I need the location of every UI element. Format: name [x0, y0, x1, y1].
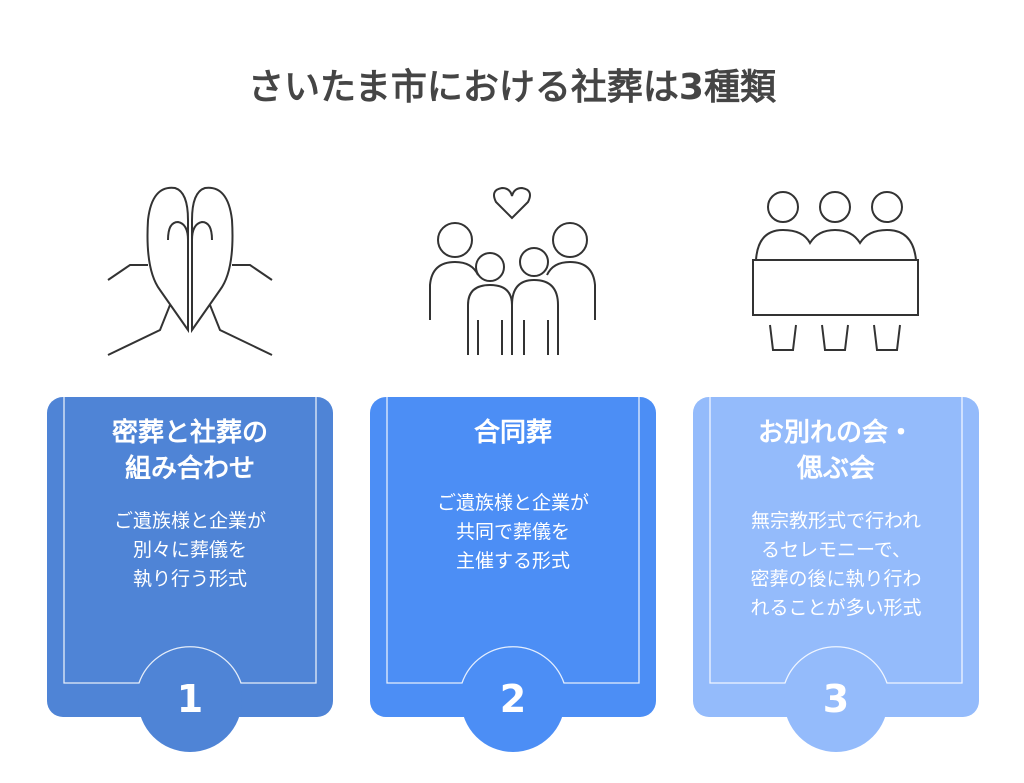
card-title: 組み合わせ — [124, 454, 255, 484]
card-1: 密葬と社葬の組み合わせ ご遺族様と企業が別々に葬儀を執り行う形式 1 — [47, 397, 333, 757]
card-description: るセレモニーで、 — [760, 539, 912, 561]
card-description: ご遺族様と企業が — [113, 510, 266, 532]
card-description: れることが多い形式 — [750, 597, 922, 619]
card-title: お別れの会・ — [757, 418, 914, 448]
card-title: 合同葬 — [473, 418, 552, 448]
card-number: 3 — [822, 677, 850, 721]
card-description: ご遺族様と企業が — [436, 492, 589, 514]
card-shape — [370, 397, 656, 752]
card-title: 偲ぶ会 — [796, 454, 875, 484]
praying-hands-icon — [107, 186, 273, 356]
card-shape — [693, 397, 979, 752]
card-description: 密葬の後に執り行わ — [750, 568, 922, 590]
card-3: お別れの会・偲ぶ会 無宗教形式で行われるセレモニーで、密葬の後に執り行われること… — [693, 397, 979, 757]
card-shape — [47, 397, 333, 752]
card-description: 共同で葬儀を — [455, 521, 570, 543]
card-inner-border — [709, 397, 963, 684]
card-description: 別々に葬儀を — [132, 539, 247, 561]
page-title: さいたま市における社葬は3種類 — [248, 67, 776, 108]
card-title: 密葬と社葬の — [111, 418, 268, 448]
card-inner-border — [386, 397, 640, 684]
people-at-table-icon — [752, 191, 919, 351]
card-2: 合同葬 ご遺族様と企業が共同で葬儀を主催する形式 2 — [370, 397, 656, 757]
card-number: 2 — [499, 677, 527, 721]
card-description: 無宗教形式で行われ — [750, 510, 922, 532]
card-description: 主催する形式 — [455, 550, 570, 572]
family-heart-icon — [429, 186, 596, 355]
card-description: 執り行う形式 — [132, 568, 247, 590]
card-inner-border — [63, 397, 317, 684]
card-number: 1 — [176, 677, 204, 721]
